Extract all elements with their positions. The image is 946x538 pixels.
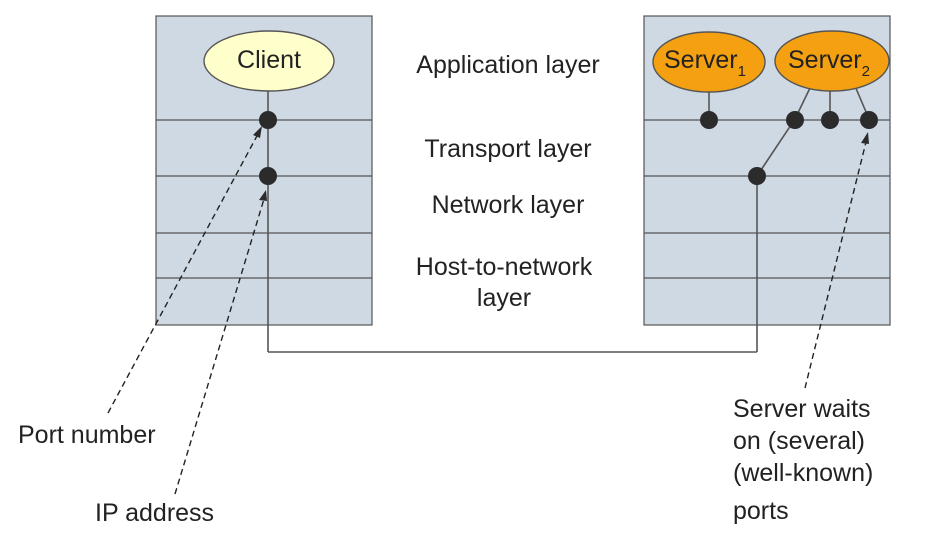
layer-label-host-to-network-2: layer: [477, 284, 531, 312]
client-ellipse: [203, 30, 335, 92]
client-ip-dot: [259, 167, 277, 185]
server-ports-arrow: [804, 141, 867, 389]
server1-name: Server: [664, 46, 738, 74]
port-number-arrow: [107, 133, 259, 414]
client-label: Client: [237, 46, 301, 74]
port-dots: [259, 111, 878, 185]
ip-address-arrow: [174, 198, 265, 495]
server1-port-dot: [700, 111, 718, 129]
port-number-arrowhead: [253, 126, 262, 138]
annotation-arrows: [107, 126, 869, 495]
client-app: Client: [203, 30, 335, 92]
server-waits-line-3: (well-known): [733, 459, 873, 487]
server2-label: Server2: [788, 46, 870, 80]
server2-ellipse: [774, 30, 890, 92]
server2-port-dot: [860, 111, 878, 129]
server-waits-line-2: on (several): [733, 427, 865, 455]
layer-labels: Application layer Transport layer Networ…: [416, 51, 600, 312]
layer-label-application: Application layer: [416, 51, 599, 79]
layer-label-host-to-network: Host-to-network: [416, 253, 593, 281]
server2-subscript: 2: [862, 63, 870, 80]
server-waits-line-4: ports: [733, 497, 789, 525]
ip-address-label: IP address: [95, 499, 214, 527]
server-waits-line-1: Server waits: [733, 395, 871, 423]
server2-port-dot: [821, 111, 839, 129]
server1-label: Server1: [664, 46, 746, 80]
server1-ellipse: [652, 31, 766, 93]
layer-label-transport: Transport layer: [424, 135, 591, 163]
server1-subscript: 1: [738, 63, 746, 80]
server2-name: Server: [788, 46, 862, 74]
annotation-labels: Port number IP address Server waits on (…: [18, 395, 873, 527]
server-ip-dot: [748, 167, 766, 185]
server2-app: Server2: [774, 30, 890, 92]
server2-port-dot: [786, 111, 804, 129]
server1-app: Server1: [652, 31, 766, 93]
port-number-label: Port number: [18, 421, 156, 449]
server-ports-arrowhead: [861, 132, 869, 144]
client-port-dot: [259, 111, 277, 129]
ip-address-arrowhead: [259, 190, 267, 201]
layer-label-network: Network layer: [432, 191, 585, 219]
server-network-to-port-wire: [756, 118, 796, 177]
